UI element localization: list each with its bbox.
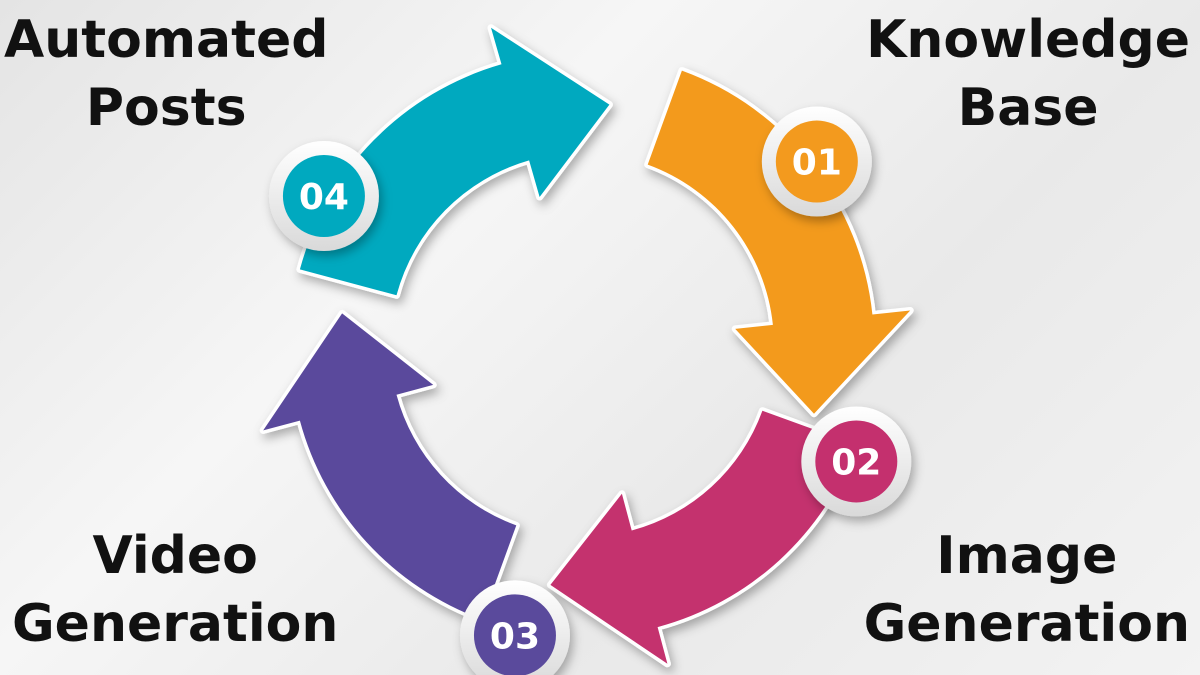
step-2-title-line1: Image [936,526,1118,586]
step-2-number: 02 [831,442,881,483]
step-1-title-line1: Knowledge [866,10,1190,70]
step-2-label: Image Generation [864,522,1190,658]
step-1-title-line2: Base [957,78,1099,138]
step-3-number: 03 [490,616,540,657]
step-3-badge: 03 [459,580,570,675]
step-4-label: Automated Posts [4,6,328,142]
step-1-label: Knowledge Base [866,6,1190,142]
step-4-title-line2: Posts [85,78,247,138]
step-1-number: 01 [792,143,842,184]
step-2-title-line2: Generation [863,594,1190,654]
step-4-badge: 04 [268,141,379,251]
step-1-badge: 01 [761,106,872,217]
step-3-title-line2: Generation [12,594,339,654]
step-3-arrow [259,309,520,623]
step-3-label: Video Generation [12,522,338,658]
step-4-number: 04 [299,177,349,218]
step-3-title-line1: Video [92,526,258,586]
step-2-arrow [546,407,860,668]
step-2-badge: 02 [801,406,912,517]
step-1-arrow [644,67,914,418]
step-4-title-line1: Automated [4,10,329,70]
